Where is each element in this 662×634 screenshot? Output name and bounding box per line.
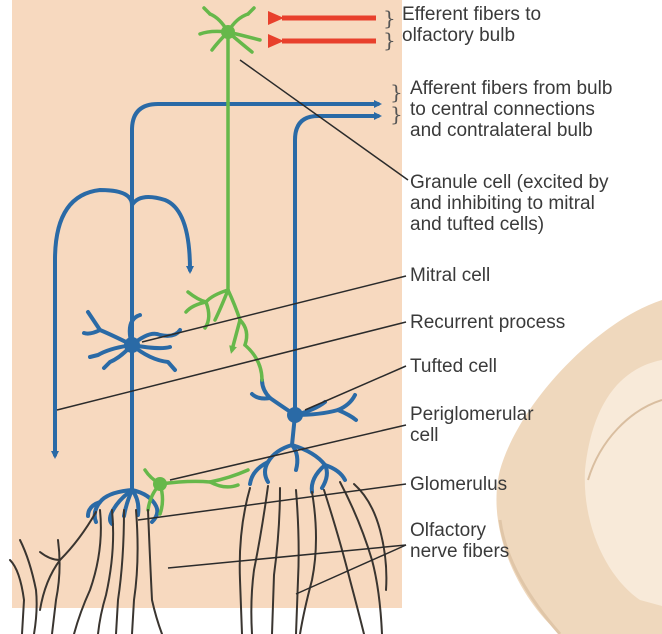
granule-cell-body [221,25,235,39]
label-olfactory-nerve-fibers: Olfactory nerve fibers [410,520,509,562]
label-mitral-cell: Mitral cell [410,265,490,286]
label-recurrent-process: Recurrent process [410,312,565,333]
label-periglomerular-cell: Periglomerular cell [410,404,534,446]
mitral-cell-body [124,337,140,353]
label-granule-cell: Granule cell (excited by and inhibiting … [410,172,609,235]
bulb-section-illustration [496,300,662,634]
efferent-brace: } [383,8,396,28]
afferent-brace-2: } [390,104,403,124]
periglomerular-cell-body [153,477,167,491]
efferent-brace-2: } [383,30,396,50]
label-efferent-fibers: Efferent fibers to olfactory bulb [402,4,541,46]
tufted-cell-body [287,407,303,423]
label-afferent-fibers: Afferent fibers from bulb to central con… [410,78,612,141]
label-glomerulus: Glomerulus [410,474,507,495]
label-tufted-cell: Tufted cell [410,356,497,377]
afferent-brace: } [390,82,403,102]
